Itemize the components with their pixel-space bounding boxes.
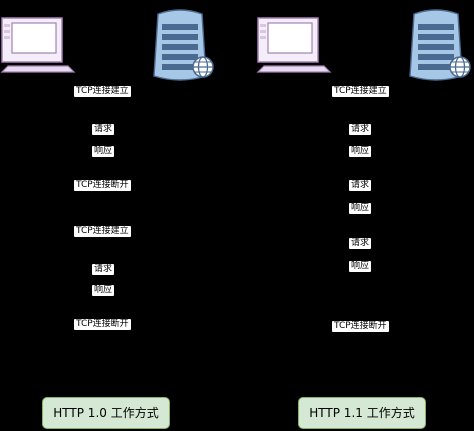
server-icon [153,9,207,81]
right-msg-response-1: 响应 [349,146,372,157]
right-msg-request-1: 请求 [349,124,372,135]
caption-http10: HTTP 1.0 工作方式 [42,397,170,429]
left-msg-tcp-connect-2: TCP连接建立 [74,226,131,237]
left-msg-request-1: 请求 [92,124,115,135]
computer-icon [0,17,76,73]
right-msg-request-2: 请求 [349,180,372,191]
left-msg-tcp-close-1: TCP连接断开 [74,180,131,191]
right-msg-response-3: 响应 [349,261,372,272]
caption-http11: HTTP 1.1 工作方式 [298,397,426,429]
globe-icon [449,56,471,78]
globe-icon [192,56,214,78]
left-msg-tcp-close-2: TCP连接断开 [74,319,131,330]
server-icon [409,9,463,81]
right-msg-tcp-close: TCP连接断开 [332,321,389,332]
left-msg-response-2: 响应 [92,285,115,296]
right-msg-tcp-connect: TCP连接建立 [332,86,389,97]
left-msg-tcp-connect-1: TCP连接建立 [74,86,131,97]
computer-icon [256,17,332,73]
left-msg-request-2: 请求 [92,264,115,275]
left-msg-response-1: 响应 [92,146,115,157]
right-msg-request-3: 请求 [349,238,372,249]
right-msg-response-2: 响应 [349,203,372,214]
